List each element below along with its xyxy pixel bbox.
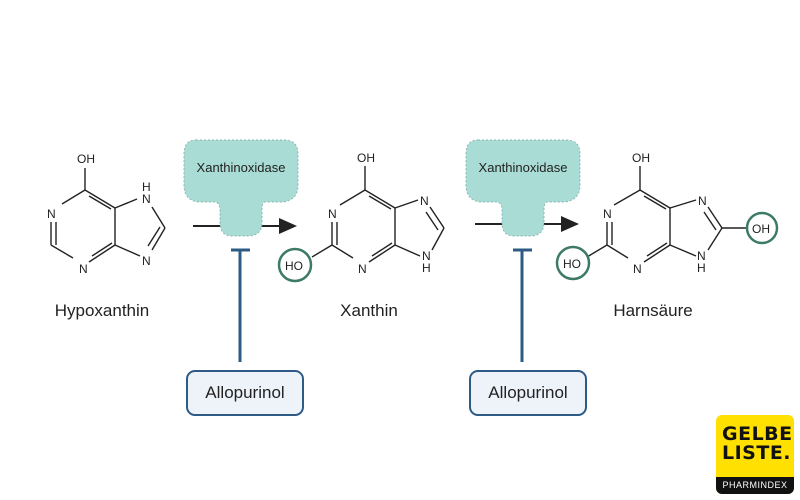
atom-label: H bbox=[697, 261, 706, 275]
atom-label: N bbox=[142, 192, 151, 206]
atom-label: N bbox=[47, 207, 56, 221]
harnsaeure-structure bbox=[586, 166, 748, 263]
atom-label: N bbox=[328, 207, 337, 221]
atom-label: N bbox=[422, 249, 431, 263]
logo-line2: LISTE. bbox=[722, 442, 792, 464]
atom-label: N bbox=[79, 262, 88, 276]
atom-label: N bbox=[633, 262, 642, 276]
atom-label: OH bbox=[752, 222, 770, 236]
atom-label: N bbox=[420, 194, 429, 208]
atom-label: N bbox=[603, 207, 612, 221]
atom-label: H bbox=[142, 180, 151, 194]
atom-label: OH bbox=[632, 151, 650, 165]
atom-label: HO bbox=[285, 259, 303, 273]
logo-line1: GELBE bbox=[722, 423, 793, 445]
logo-bar: PHARMINDEX bbox=[716, 477, 794, 494]
inhibitor-label: Allopurinol bbox=[205, 383, 285, 402]
inhibitor-box-allopurinol: Allopurinol bbox=[469, 370, 587, 416]
atom-label: N bbox=[358, 262, 367, 276]
inhibition-bar bbox=[231, 248, 250, 362]
atom-label: H bbox=[422, 261, 431, 275]
inhibition-bar bbox=[513, 248, 532, 362]
enzyme-label: Xanthinoxidase bbox=[196, 160, 286, 175]
atom-label: N bbox=[142, 254, 151, 268]
inhibitor-box-allopurinol: Allopurinol bbox=[186, 370, 304, 416]
inhibitor-label: Allopurinol bbox=[488, 383, 568, 402]
hypoxanthin-structure bbox=[50, 168, 166, 263]
atom-label: OH bbox=[357, 151, 375, 165]
molecule-name-xanthin: Xanthin bbox=[340, 301, 398, 320]
highlight-circle bbox=[277, 247, 313, 283]
enzyme-shape bbox=[183, 139, 299, 237]
enzyme-shape bbox=[465, 139, 581, 237]
atom-label: HO bbox=[563, 257, 581, 271]
molecule-name-hypoxanthin: Hypoxanthin bbox=[54, 301, 150, 320]
xanthin-structure bbox=[311, 166, 445, 263]
enzyme-label: Xanthinoxidase bbox=[478, 160, 568, 175]
atom-label: OH bbox=[77, 152, 95, 166]
molecule-name-harnsaeure: Harnsäure bbox=[613, 301, 693, 320]
highlight-circle bbox=[745, 211, 779, 245]
highlight-circle bbox=[555, 245, 591, 281]
atom-label: N bbox=[698, 194, 707, 208]
atom-label: N bbox=[697, 249, 706, 263]
gelbe-liste-logo: GELBE LISTE. PHARMINDEX bbox=[716, 415, 794, 494]
